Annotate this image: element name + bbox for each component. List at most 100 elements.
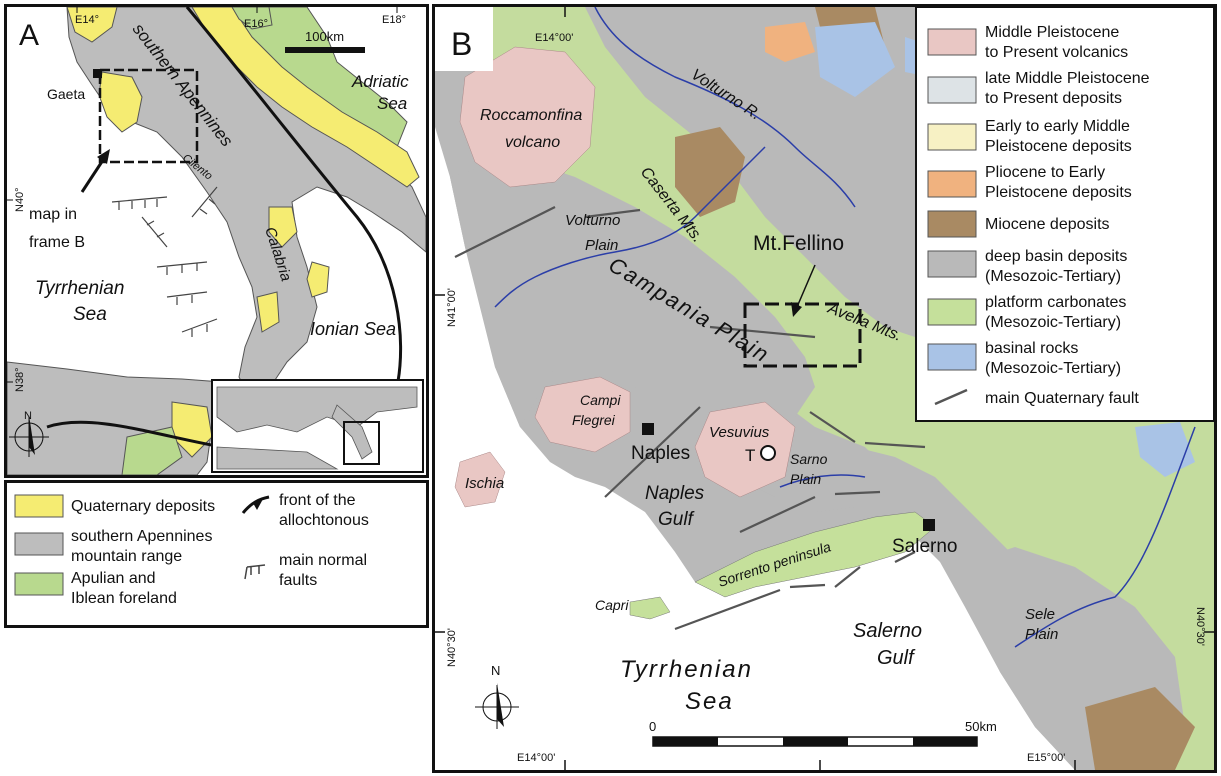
pliocene-1: [765, 22, 815, 62]
roccamonfina-label-2: volcano: [505, 134, 560, 151]
salerno-label: Salerno: [892, 536, 958, 557]
adriatic-label-1: Adriatic: [351, 72, 409, 91]
panel-a-svg: A E14° E16° E18° N40° N38° 100km Adriati…: [7, 7, 426, 475]
ischia: [454, 451, 506, 508]
panel-b-svg: B E14°00' E14°00' E15°00' N41°00' N40°30…: [435, 7, 1214, 770]
campania-plain-grey: [450, 157, 815, 427]
miocene-4: [1085, 687, 1195, 770]
legend-b-fault-label: main Quaternary fault: [985, 390, 1139, 407]
legend-b-swatch-5: [927, 250, 977, 278]
quaternary-calabria-3: [256, 291, 280, 333]
front-label-2: allochtonous: [279, 512, 369, 529]
north-label-a: N: [24, 410, 32, 422]
tyrrhenian-label-2: Sea: [73, 304, 107, 325]
miocene-1: [675, 127, 745, 217]
legend-b-2-l2: Pleistocene deposits: [985, 138, 1132, 155]
legend-b-1-l1: late Middle Pleistocene: [985, 70, 1150, 87]
tyrrhenian-label-1: Tyrrhenian: [35, 278, 124, 299]
legend-a-item-3a: Apulian and: [71, 570, 156, 587]
legend-b-swatch-0: [927, 28, 977, 56]
gargano-green: [231, 7, 273, 30]
quaternary-calabria: [268, 206, 298, 248]
roccamonfina-label-1: Roccamonfina: [480, 107, 582, 124]
panel-a-letter: A: [19, 19, 39, 52]
naples-label: Naples: [631, 443, 690, 464]
legend-b-swatch-7: [927, 343, 977, 371]
north-label-b: N: [491, 663, 500, 678]
legend-b-5-l2: (Mesozoic-Tertiary): [985, 268, 1121, 285]
coord-ticks-b: [435, 7, 1214, 770]
quaternary-calabria-2: [306, 261, 330, 298]
panel-a-legend: Quaternary deposits southern Apennines m…: [4, 480, 429, 628]
fellino-arrow-head: [791, 302, 802, 317]
legend-b-0-l1: Middle Pleistocene: [985, 24, 1119, 41]
legend-b-6-l1: platform carbonates: [985, 294, 1126, 311]
legend-a-item-1: Quaternary deposits: [71, 498, 215, 515]
quaternary-north: [66, 7, 118, 43]
frame-b-box: [98, 68, 199, 164]
mt-fellino-label: Mt.Fellino: [753, 232, 844, 255]
tyrrhenian-sea-label-2: Sea: [685, 688, 734, 715]
legend-b-6-l2: (Mesozoic-Tertiary): [985, 314, 1121, 331]
legend-b-swatches: [927, 28, 977, 371]
legend-b-swatch-1: [927, 76, 977, 104]
gaeta-marker: [93, 69, 102, 78]
legend-b-fault-symbol: [934, 388, 968, 406]
legend-swatch-quaternary: [14, 494, 64, 518]
panel-b-letter-box: [435, 7, 493, 71]
italy-landmass: [66, 7, 426, 403]
front-symbol-line: [241, 495, 270, 514]
faults-label-1: main normal: [279, 552, 367, 569]
coord-top-e14: E14°00': [535, 32, 573, 44]
inset-highlight: [343, 421, 380, 465]
apulia-yellow: [191, 7, 420, 188]
campi-flegrei: [534, 376, 631, 453]
legend-a-item-2b: mountain range: [71, 548, 182, 565]
fellino-arrow: [796, 264, 816, 308]
salerno-marker: [923, 519, 935, 531]
gaeta-label: Gaeta: [47, 86, 85, 102]
front-symbol-triangle: [253, 499, 263, 510]
t-site-label: T: [745, 446, 755, 465]
campi-flegrei-label-2: Flegrei: [572, 412, 616, 428]
coord-n41: N41°00': [446, 288, 458, 327]
coord-ticks-a: [7, 7, 398, 383]
legend-b-3-l1: Pliocene to Early: [985, 164, 1105, 181]
sicily-foreland: [121, 426, 183, 475]
legend-b-swatch-4: [927, 210, 977, 238]
fault-symbol: [244, 564, 266, 580]
map-frame-label-1: map in: [29, 206, 77, 223]
salerno-gulf-label-2: Gulf: [877, 647, 916, 669]
salerno-gulf-label-1: Salerno: [853, 620, 922, 642]
front-label-1: front of the: [279, 492, 356, 509]
quaternary-gaeta: [98, 71, 143, 133]
legend-b-swatch-6: [927, 298, 977, 326]
north-arrow-a: [9, 415, 49, 457]
volturno-river: [494, 7, 856, 308]
volturno-plain-label-1: Volturno: [565, 212, 620, 229]
vesuvius-label: Vesuvius: [709, 424, 770, 441]
sarno-plain-label-1: Sarno: [790, 451, 828, 467]
panel-b-letter: B: [451, 26, 472, 62]
coord-bottom-e15: E15°00': [1027, 752, 1065, 764]
basinal-1: [815, 22, 895, 97]
legend-b-1-l2: to Present deposits: [985, 90, 1122, 107]
inset-africa: [216, 446, 339, 470]
coord-e18: E18°: [382, 14, 406, 26]
north-arrow-b: [475, 683, 519, 729]
tyrrhenian-sea-label-1: Tyrrhenian: [620, 656, 753, 683]
legend-a-item-3b: Iblean foreland: [71, 590, 177, 607]
mt-fellino-box: [743, 302, 862, 368]
legend-b-4-l1: Miocene deposits: [985, 216, 1110, 233]
scale-start-label: 0: [649, 719, 656, 734]
inset-italy: [331, 404, 373, 460]
map-frame-label-2: frame B: [29, 234, 85, 251]
coord-n38: N38°: [14, 367, 26, 392]
coord-n40-30-left: N40°30': [446, 628, 458, 667]
legend-a-svg: Quaternary deposits southern Apennines m…: [14, 492, 369, 607]
platform-carbonates-north: [435, 7, 1214, 770]
inset-europe: [216, 386, 418, 433]
legend-b-7-l2: (Mesozoic-Tertiary): [985, 360, 1121, 377]
scale-end-label: 50km: [965, 719, 997, 734]
coord-e16: E16°: [244, 18, 268, 30]
